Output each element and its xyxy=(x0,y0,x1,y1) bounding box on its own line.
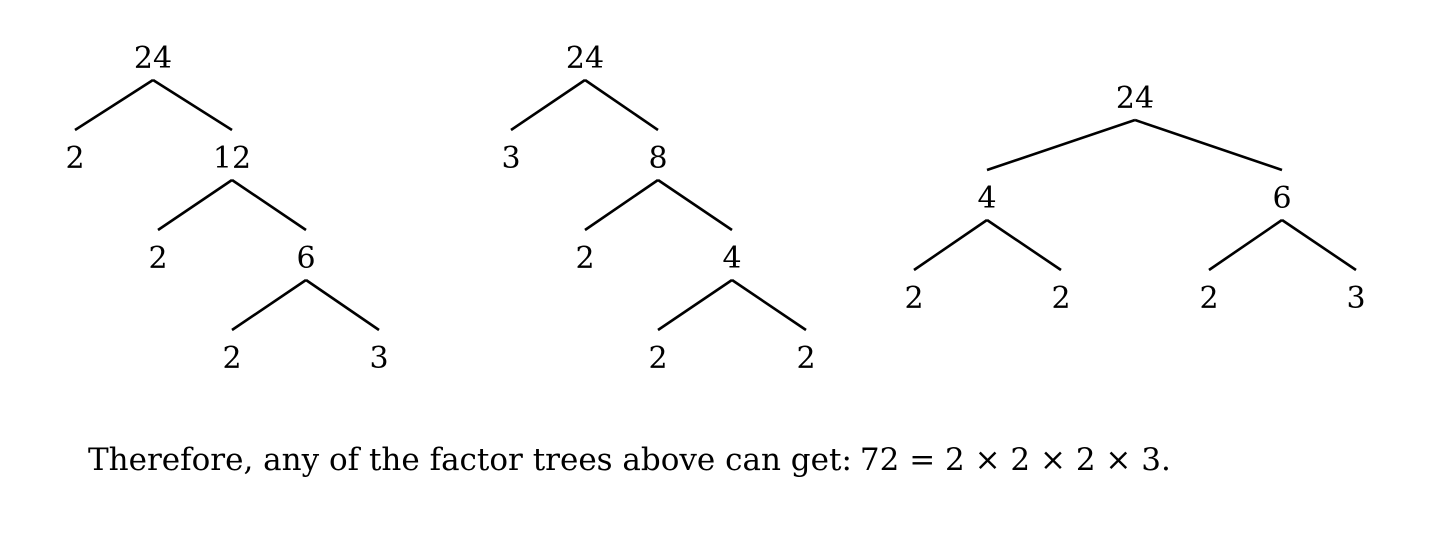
tree-node: 3 xyxy=(369,341,388,376)
tree-edge xyxy=(986,118,1136,172)
caption-text: Therefore, any of the factor trees above… xyxy=(88,442,852,478)
tree-node: 24 xyxy=(134,41,172,76)
tree-edge xyxy=(913,218,988,272)
tree-node: 4 xyxy=(722,241,741,276)
tree-edge xyxy=(584,178,659,232)
tree-edge xyxy=(657,278,733,332)
tree-edge xyxy=(305,278,380,332)
tree-node: 2 xyxy=(904,281,923,316)
tree-node: 6 xyxy=(296,241,315,276)
tree-node: 2 xyxy=(1051,281,1070,316)
tree-node: 8 xyxy=(648,141,667,176)
tree-node: 2 xyxy=(648,341,667,376)
tree-edge xyxy=(510,78,586,132)
tree-edge xyxy=(74,78,154,132)
tree-edge xyxy=(152,78,233,132)
tree-edge xyxy=(1208,218,1283,272)
tree-node: 2 xyxy=(65,141,84,176)
tree-edge xyxy=(1134,118,1283,172)
tree-node: 24 xyxy=(566,41,604,76)
tree-edge xyxy=(1281,218,1357,272)
tree-edge xyxy=(157,178,233,232)
tree-node: 4 xyxy=(977,181,996,216)
tree-edge xyxy=(231,278,307,332)
tree-node: 2 xyxy=(575,241,594,276)
tree-node: 3 xyxy=(501,141,520,176)
tree-node: 2 xyxy=(1199,281,1218,316)
tree-node: 12 xyxy=(213,141,251,176)
factor-tree-1: 3 6 12 24 2 2 2 xyxy=(65,41,388,376)
tree-edge xyxy=(986,218,1062,272)
tree-node: 3 xyxy=(1346,281,1365,316)
tree-node: 2 xyxy=(222,341,241,376)
tree-edge xyxy=(584,78,659,132)
caption-equation: 72 = 2 × 2 × 2 × 3. xyxy=(859,442,1171,478)
tree-node: 6 xyxy=(1272,181,1291,216)
tree-node: 2 xyxy=(148,241,167,276)
tree-edge xyxy=(657,178,733,232)
tree-edge xyxy=(231,178,307,232)
conclusion-caption: Therefore, any of the factor trees above… xyxy=(88,438,1171,482)
tree-node: 2 xyxy=(796,341,815,376)
tree-node: 24 xyxy=(1116,81,1154,116)
factor-tree-2: 3 4 8 24 2 2 2 xyxy=(501,41,815,376)
tree-edge xyxy=(731,278,807,332)
